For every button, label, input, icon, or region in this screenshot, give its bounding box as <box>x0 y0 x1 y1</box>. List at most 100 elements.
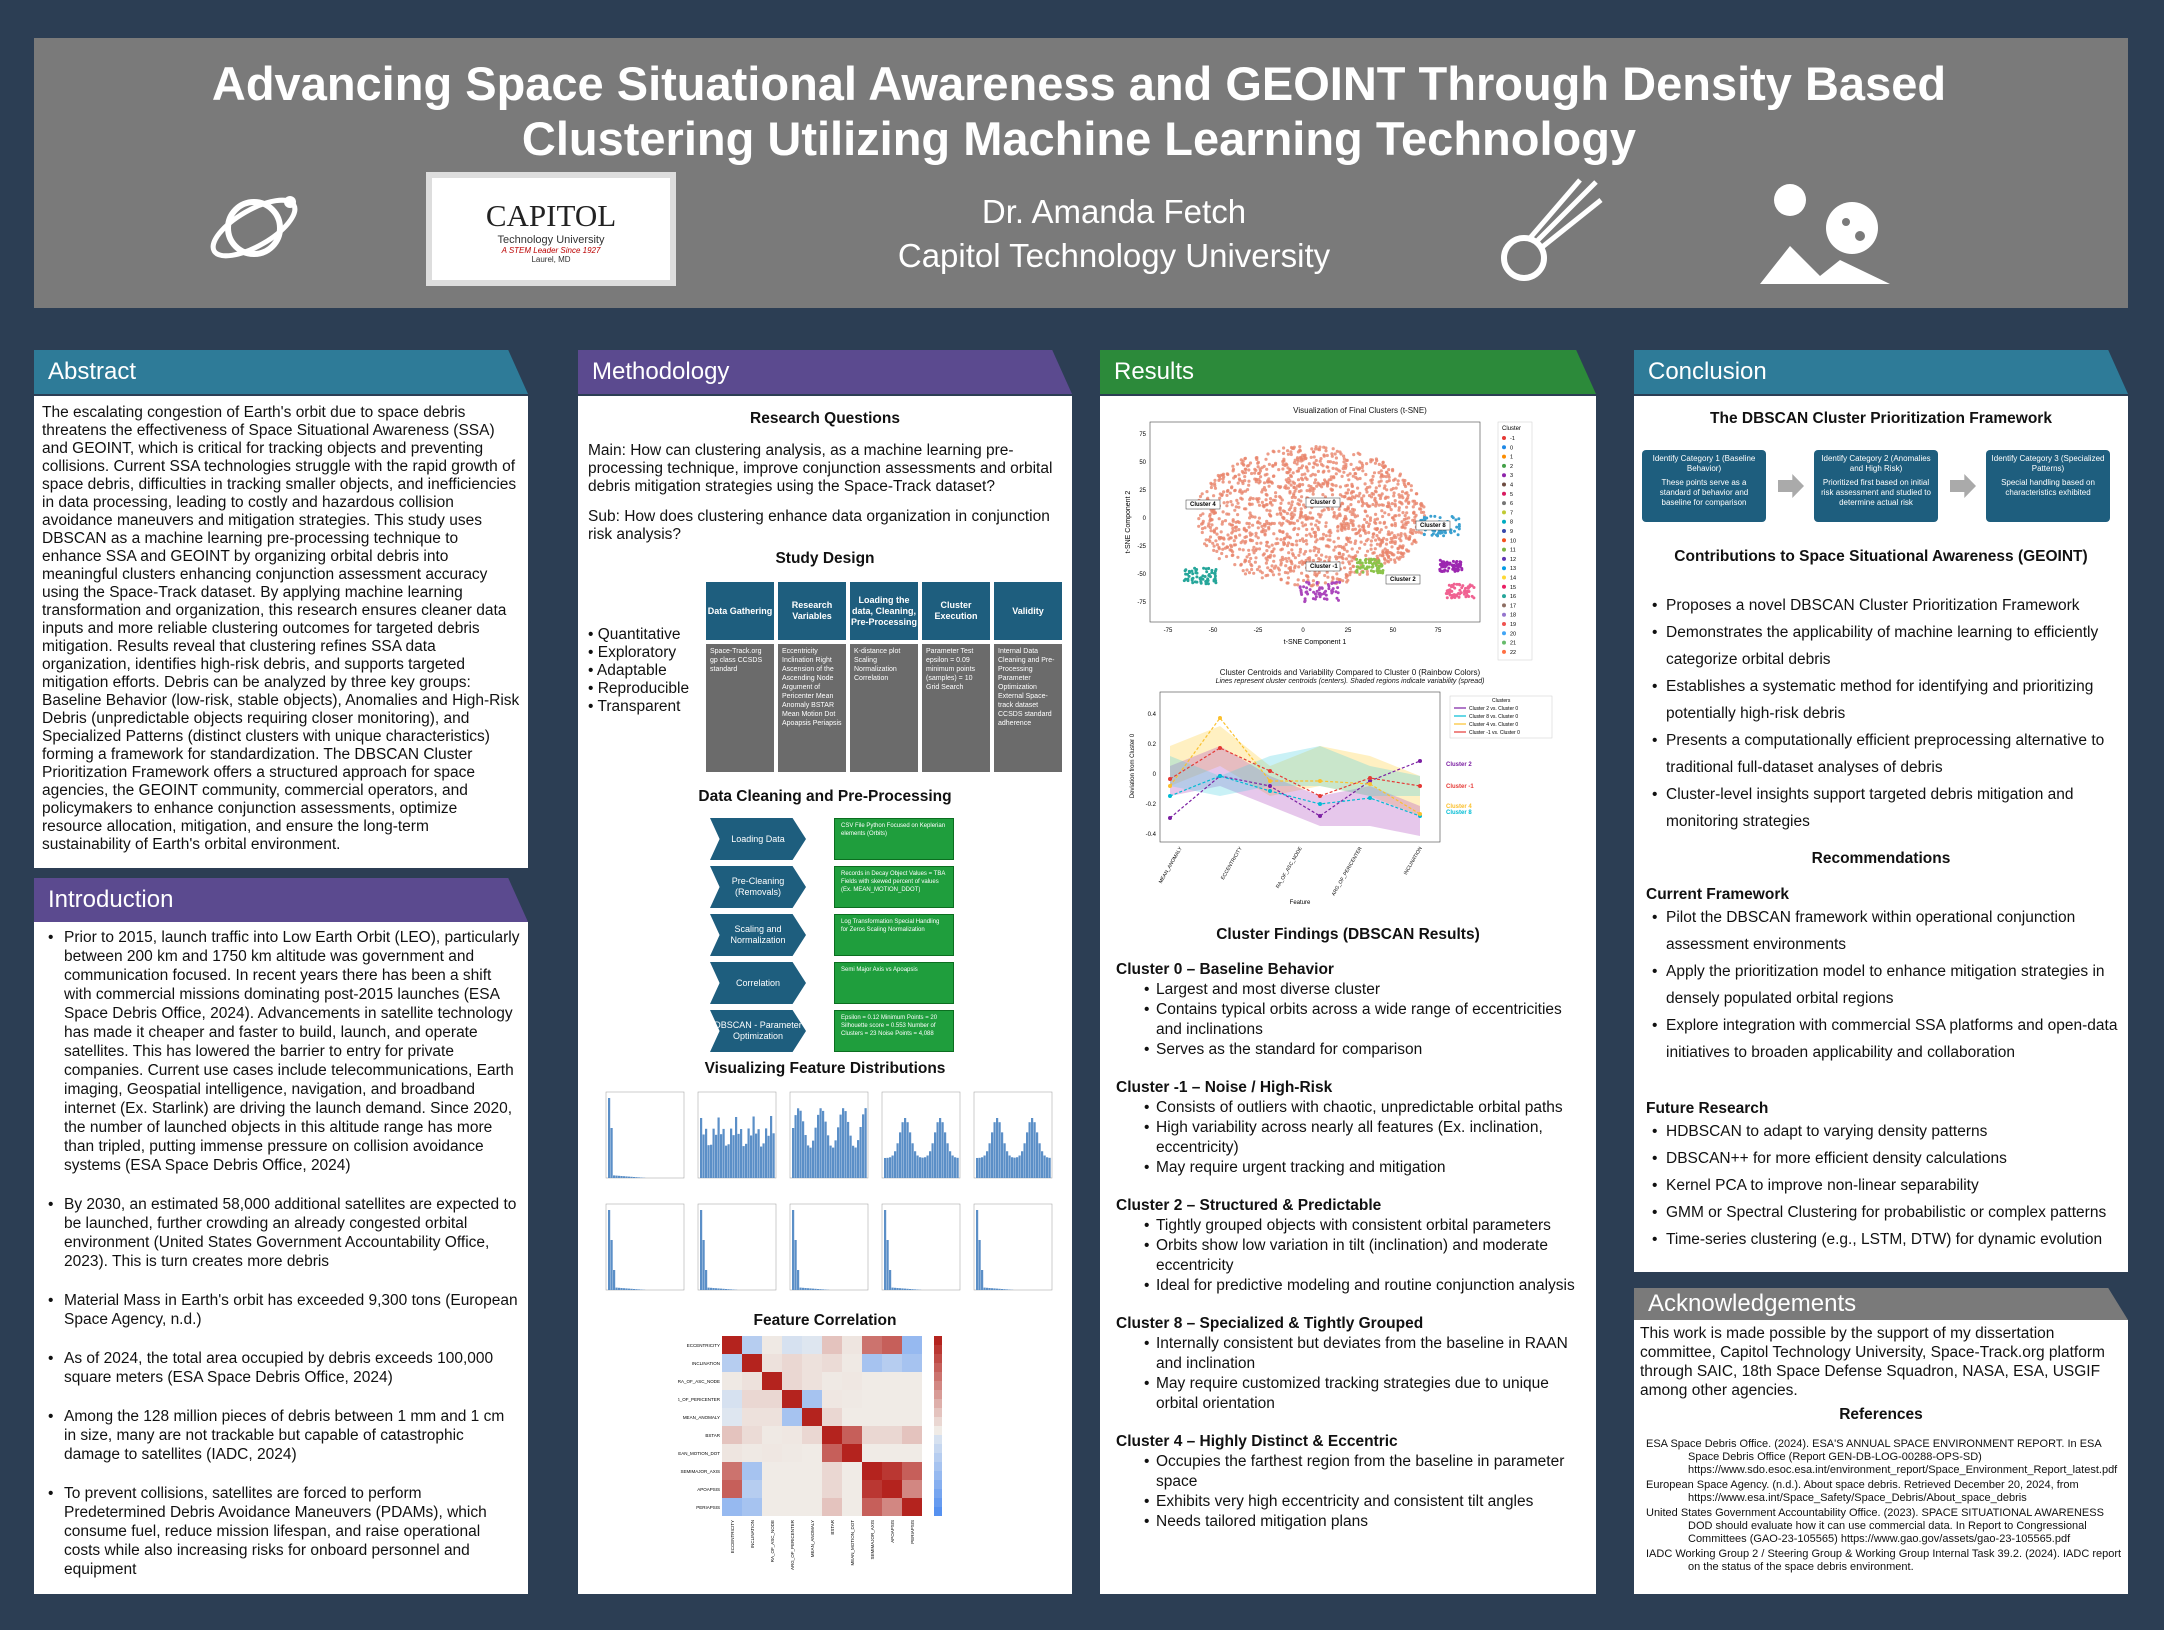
cluster-item: May require customized tracking strategi… <box>1144 1374 1586 1414</box>
svg-text:RA_OF_ASC_NODE: RA_OF_ASC_NODE <box>1275 845 1304 889</box>
svg-text:-25: -25 <box>1137 544 1146 550</box>
study-design-title: Study Design <box>775 550 875 567</box>
current-framework-list: Pilot the DBSCAN framework within operat… <box>1652 904 2132 1066</box>
svg-text:Cluster 2: Cluster 2 <box>1390 577 1416 583</box>
cluster-item: Tightly grouped objects with consistent … <box>1144 1216 1586 1236</box>
svg-text:Cluster 4 vs. Cluster 0: Cluster 4 vs. Cluster 0 <box>1469 722 1518 728</box>
cluster-name: Cluster -1 – Noise / High-Risk <box>1116 1079 1333 1096</box>
cluster-items: Consists of outliers with chaotic, unpre… <box>1144 1098 1586 1178</box>
intro-item: By 2030, an estimated 58,000 additional … <box>48 1195 520 1271</box>
svg-text:-50: -50 <box>1137 572 1146 578</box>
svg-text:APOAPSIS: APOAPSIS <box>697 1487 720 1492</box>
svg-text:Cluster 8: Cluster 8 <box>1420 523 1446 529</box>
design-bullet: • Adaptable <box>588 662 667 679</box>
future-research-list: HDBSCAN to adapt to varying density patt… <box>1652 1118 2132 1253</box>
svg-text:5: 5 <box>1510 492 1513 498</box>
svg-text:RA_OF_ASC_NODE: RA_OF_ASC_NODE <box>770 1520 775 1562</box>
svg-text:18: 18 <box>1510 613 1516 619</box>
intro-item: To prevent collisions, satellites are fo… <box>48 1484 520 1579</box>
framework-box-desc: Prioritized first based on initial risk … <box>1821 478 1931 507</box>
svg-text:25: 25 <box>1139 488 1146 494</box>
cleaning-detail: Records in Decay Object Values = TBA Fie… <box>834 866 954 908</box>
research-question-main: Main: How can clustering analysis, as a … <box>588 442 1053 495</box>
contributions-title: Contributions to Space Situational Aware… <box>1674 548 2088 565</box>
research-question-sub: Sub: How does clustering enhance data or… <box>588 508 1050 543</box>
planet-orbit-icon <box>210 196 298 259</box>
cluster-items: Tightly grouped objects with consistent … <box>1144 1216 1586 1296</box>
feature-histogram <box>697 1203 777 1291</box>
future-research-item: Time-series clustering (e.g., LSTM, DTW)… <box>1652 1226 2132 1253</box>
svg-text:13: 13 <box>1510 566 1516 572</box>
svg-text:MEAN_ANOMALY: MEAN_ANOMALY <box>1158 845 1184 884</box>
svg-text:Cluster 2: Cluster 2 <box>1446 762 1472 768</box>
svg-text:PERIAPSIS: PERIAPSIS <box>696 1505 720 1510</box>
design-col-body: K-distance plot Scaling Normalization Co… <box>850 644 918 772</box>
svg-text:BSTAR: BSTAR <box>830 1519 835 1534</box>
centroid-chart-title: Cluster Centroids and Variability Compar… <box>1219 668 1481 677</box>
cluster-items: Occupies the farthest region from the ba… <box>1144 1452 1586 1532</box>
svg-text:0: 0 <box>1153 772 1157 778</box>
abstract-heading: Abstract <box>34 350 528 394</box>
feature-histogram <box>973 1203 1053 1291</box>
framework-box-desc: These points serve as a standard of beha… <box>1659 478 1749 507</box>
design-bullet: • Quantitative <box>588 626 681 643</box>
cluster-item: May require urgent tracking and mitigati… <box>1144 1158 1586 1178</box>
cleaning-step: Correlation <box>710 962 806 1004</box>
framework-arrow-icon <box>1950 474 1976 498</box>
svg-text:50: 50 <box>1390 628 1397 634</box>
feature-correlation-title: Feature Correlation <box>753 1312 897 1329</box>
reference-item: IADC Working Group 2 / Steering Group & … <box>1646 1548 2122 1573</box>
acknowledgements-heading: Acknowledgements <box>1634 1288 2128 1320</box>
cluster-item: Largest and most diverse cluster <box>1144 980 1586 1000</box>
cleaning-step: Loading Data <box>710 818 806 860</box>
references-title: References <box>1839 1406 1923 1423</box>
contribution-item: Demonstrates the applicability of machin… <box>1652 619 2132 673</box>
cluster-item: Contains typical orbits across a wide ra… <box>1144 1000 1586 1040</box>
svg-text:SEMIMAJOR_AXIS: SEMIMAJOR_AXIS <box>870 1520 875 1560</box>
intro-item: Material Mass in Earth's orbit has excee… <box>48 1291 520 1329</box>
svg-text:11: 11 <box>1510 548 1516 554</box>
svg-text:22: 22 <box>1510 650 1516 656</box>
svg-text:-75: -75 <box>1164 628 1173 634</box>
recommendations-title: Recommendations <box>1811 850 1951 867</box>
svg-text:19: 19 <box>1510 622 1516 628</box>
cluster-item: Ideal for predictive modeling and routin… <box>1144 1276 1586 1296</box>
svg-text:MEAN_MOTION_DOT: MEAN_MOTION_DOT <box>678 1451 720 1456</box>
author-name: Dr. Amanda Fetch <box>981 193 1247 230</box>
framework-box: Identify Category 3 (Specialized Pattern… <box>1986 450 2110 522</box>
future-research-item: GMM or Spectral Clustering for probabili… <box>1652 1199 2132 1226</box>
feature-histogram <box>605 1203 685 1291</box>
svg-text:50: 50 <box>1139 460 1146 466</box>
methodology-heading: Methodology <box>578 350 1072 394</box>
design-col-header: Cluster Execution <box>922 582 990 640</box>
current-framework-title: Current Framework <box>1646 886 1789 903</box>
cluster-item: Occupies the farthest region from the ba… <box>1144 1452 1586 1492</box>
framework-box-desc: Special handling based on characteristic… <box>2001 478 2095 497</box>
reference-item: ESA Space Debris Office. (2024). ESA'S A… <box>1646 1438 2118 1476</box>
svg-text:Cluster -1: Cluster -1 <box>1446 784 1474 790</box>
cluster-findings: Cluster 0 – Baseline BehaviorLargest and… <box>1116 942 1586 1532</box>
cluster-items: Largest and most diverse clusterContains… <box>1144 980 1586 1060</box>
cluster-item: Internally consistent but deviates from … <box>1144 1334 1586 1374</box>
svg-text:Cluster -1 vs. Cluster 0: Cluster -1 vs. Cluster 0 <box>1469 730 1520 736</box>
future-research-item: DBSCAN++ for more efficient density calc… <box>1652 1145 2132 1172</box>
svg-text:Cluster 8: Cluster 8 <box>1446 810 1472 816</box>
introduction-list: Prior to 2015, launch traffic into Low E… <box>34 922 528 1579</box>
reference-item: European Space Agency. (n.d.). About spa… <box>1646 1479 2079 1504</box>
svg-text:INCLINATION: INCLINATION <box>1403 846 1424 876</box>
svg-text:75: 75 <box>1139 432 1146 438</box>
svg-text:0.4: 0.4 <box>1148 712 1157 718</box>
svg-text:Cluster 4: Cluster 4 <box>1190 502 1216 508</box>
cluster-name: Cluster 4 – Highly Distinct & Eccentric <box>1116 1433 1398 1450</box>
feature-histogram <box>789 1091 869 1179</box>
contribution-item: Establishes a systematic method for iden… <box>1652 673 2132 727</box>
cluster-name: Cluster 2 – Structured & Predictable <box>1116 1197 1382 1214</box>
svg-text:17: 17 <box>1510 603 1516 609</box>
svg-text:15: 15 <box>1510 585 1516 591</box>
acknowledgements-panel: This work is made possible by the suppor… <box>1634 1320 2128 1594</box>
cluster-item: High variability across nearly all featu… <box>1144 1118 1586 1158</box>
tsne-chart-title: Visualization of Final Clusters (t-SNE) <box>1293 406 1427 415</box>
svg-text:14: 14 <box>1510 576 1516 582</box>
